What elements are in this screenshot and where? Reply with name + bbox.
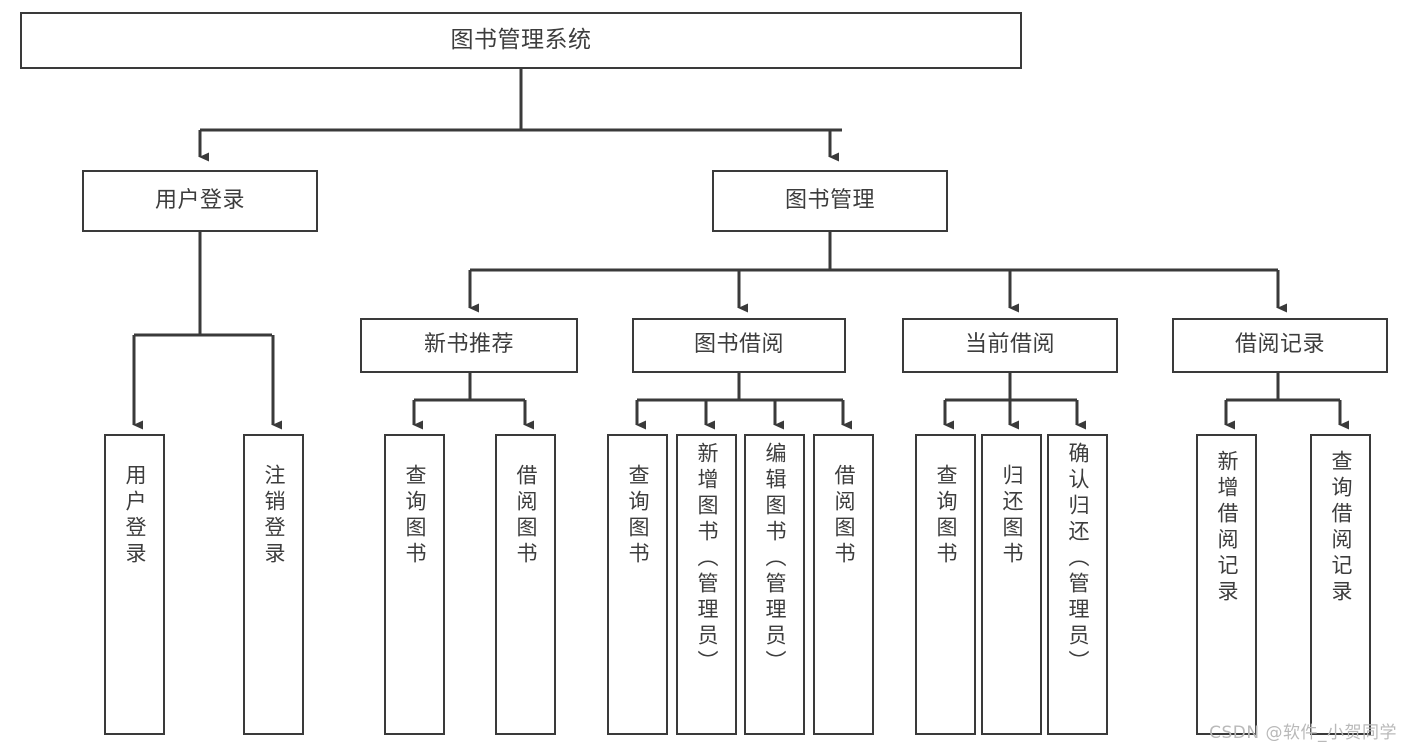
leaf-book-borrow-2[interactable]: 新增图书（管理员）: [676, 434, 737, 735]
node-book-borrow[interactable]: 图书借阅: [632, 318, 846, 373]
leaf-user-login-1-label: 用户登录: [123, 464, 147, 568]
leaf-user-login-2-label: 注销登录: [262, 464, 286, 568]
node-root-system[interactable]: 图书管理系统: [20, 12, 1022, 69]
leaf-current-borrow-3-label: 确认归还（管理员）: [1066, 442, 1090, 676]
leaf-new-book-1-label: 查询图书: [403, 464, 427, 568]
node-book-manage[interactable]: 图书管理: [712, 170, 948, 232]
leaf-new-book-2-label: 借阅图书: [514, 464, 538, 568]
leaf-book-borrow-2-label: 新增图书（管理员）: [695, 442, 719, 676]
node-book-borrow-label: 图书借阅: [693, 332, 784, 358]
leaf-book-borrow-1[interactable]: 查询图书: [607, 434, 668, 735]
leaf-book-borrow-3-label: 编辑图书（管理员）: [763, 442, 787, 676]
node-root-system-label: 图书管理系统: [450, 26, 592, 53]
node-new-book-recommend[interactable]: 新书推荐: [360, 318, 578, 373]
leaf-book-borrow-4[interactable]: 借阅图书: [813, 434, 874, 735]
node-current-borrow[interactable]: 当前借阅: [902, 318, 1118, 373]
node-borrow-record[interactable]: 借阅记录: [1172, 318, 1388, 373]
leaf-user-login-2[interactable]: 注销登录: [243, 434, 304, 735]
leaf-new-book-2[interactable]: 借阅图书: [495, 434, 556, 735]
leaf-borrow-record-1[interactable]: 新增借阅记录: [1196, 434, 1257, 735]
node-user-login[interactable]: 用户登录: [82, 170, 318, 232]
leaf-user-login-1[interactable]: 用户登录: [104, 434, 165, 735]
leaf-borrow-record-2[interactable]: 查询借阅记录: [1310, 434, 1371, 735]
leaf-book-borrow-3[interactable]: 编辑图书（管理员）: [744, 434, 805, 735]
leaf-book-borrow-1-label: 查询图书: [626, 464, 650, 568]
node-new-book-recommend-label: 新书推荐: [423, 332, 514, 358]
leaf-current-borrow-2[interactable]: 归还图书: [981, 434, 1042, 735]
leaf-current-borrow-3[interactable]: 确认归还（管理员）: [1047, 434, 1108, 735]
node-current-borrow-label: 当前借阅: [964, 332, 1055, 358]
leaf-book-borrow-4-label: 借阅图书: [832, 464, 856, 568]
node-borrow-record-label: 借阅记录: [1234, 332, 1325, 358]
node-user-login-label: 用户登录: [154, 187, 245, 213]
leaf-borrow-record-2-label: 查询借阅记录: [1329, 450, 1353, 606]
leaf-current-borrow-2-label: 归还图书: [1000, 464, 1024, 568]
leaf-current-borrow-1[interactable]: 查询图书: [915, 434, 976, 735]
leaf-borrow-record-1-label: 新增借阅记录: [1215, 450, 1239, 606]
leaf-current-borrow-1-label: 查询图书: [934, 464, 958, 568]
node-book-manage-label: 图书管理: [784, 187, 875, 213]
leaf-new-book-1[interactable]: 查询图书: [384, 434, 445, 735]
